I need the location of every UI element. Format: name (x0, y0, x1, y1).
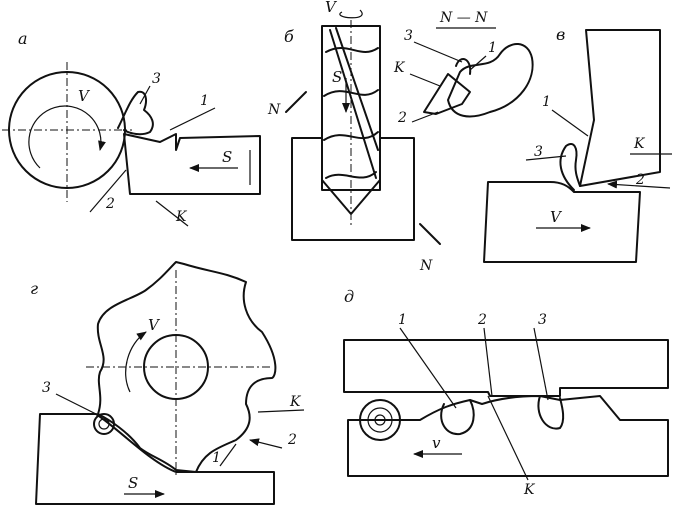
label-k: K (175, 209, 188, 225)
leader-k (409, 73, 441, 87)
label-v: V (78, 87, 91, 105)
drill-edges (329, 27, 379, 179)
panel-e-broaching: д v 1 2 3 K (343, 287, 669, 498)
panel-a-turning: а V S K 1 2 3 (2, 29, 261, 227)
leader-k (155, 200, 189, 227)
panel-c-letter: в (556, 25, 565, 44)
leader-3 (139, 85, 151, 105)
chip-spiral-mid (367, 407, 393, 433)
label-k: K (289, 394, 302, 410)
section-mark-bottom (419, 223, 441, 245)
leader-1 (399, 327, 457, 409)
rotation-arrow (125, 331, 147, 393)
leader-2 (89, 169, 127, 213)
label-v: V (325, 0, 338, 16)
label-3: 3 (152, 71, 161, 87)
label-1: 1 (200, 93, 209, 109)
leader-2 (249, 438, 283, 449)
chip (117, 90, 154, 136)
panel-a-letter: а (18, 29, 28, 48)
label-s: S (128, 474, 138, 492)
chip-spiral (359, 399, 401, 441)
label-1: 1 (542, 94, 551, 110)
label-1: 1 (398, 312, 407, 328)
label-k: K (393, 60, 406, 76)
workpiece (35, 413, 275, 505)
chip-spiral-inner (374, 414, 386, 426)
leader-k (487, 395, 529, 481)
workpiece (347, 395, 669, 477)
section-chip (455, 58, 472, 75)
label-s: S (222, 148, 232, 166)
rotation-arrow (28, 105, 106, 169)
section-title: N — N (439, 10, 488, 26)
label-v: V (148, 316, 161, 334)
panel-e-letter: д (344, 287, 354, 306)
leader-2 (483, 327, 493, 397)
drill-body (321, 25, 381, 215)
leader-3 (55, 393, 97, 415)
label-v: V (550, 208, 563, 226)
section-tool (423, 73, 471, 115)
chip-curl-inner (98, 418, 110, 430)
leader-3 (525, 155, 567, 161)
leader-1 (219, 443, 237, 467)
leader-1 (169, 107, 216, 131)
label-1: 1 (212, 450, 221, 466)
milling-cutter (96, 261, 277, 473)
leader-3 (413, 41, 463, 63)
label-v: v (432, 434, 441, 452)
cutting-tool (123, 133, 261, 195)
workpiece-block (291, 137, 415, 241)
panel-c-planing: в V 1 3 K 2 (483, 25, 672, 263)
workpiece-block (483, 181, 641, 263)
drill-rotation (339, 9, 363, 19)
leader-1 (551, 109, 589, 137)
leader-2 (411, 111, 439, 123)
label-2: 2 (287, 432, 297, 448)
label-2: 2 (635, 172, 645, 188)
label-3: 3 (42, 380, 51, 396)
chip-3 (537, 395, 565, 430)
section-mark-top (285, 91, 307, 113)
label-3: 3 (534, 144, 543, 160)
panel-d-letter: г (30, 279, 38, 298)
label-k: K (633, 136, 646, 152)
leader-3 (533, 327, 549, 401)
panel-d-milling: г V 3 S K 2 1 (30, 261, 305, 505)
label-1: 1 (488, 40, 497, 56)
chip-1 (440, 399, 475, 436)
planing-tool (579, 29, 661, 187)
label-3: 3 (404, 28, 413, 44)
label-2: 2 (105, 196, 115, 212)
leader-k (257, 409, 305, 413)
panel-b-drilling: б V S N N N — N 3 1 K 2 (267, 0, 534, 274)
leader-2 (607, 180, 671, 189)
label-2: 2 (397, 110, 407, 126)
chip (559, 142, 581, 191)
section-workpiece (447, 43, 534, 118)
leader-1 (469, 55, 487, 71)
label-s: S (332, 68, 342, 86)
drill-flutes (323, 47, 379, 179)
panel-b-letter: б (284, 27, 294, 46)
broach (343, 339, 669, 397)
chip-curl (93, 413, 115, 435)
label-n-bottom: N (419, 258, 433, 274)
label-2: 2 (477, 312, 487, 328)
label-3: 3 (538, 312, 547, 328)
label-k: K (523, 482, 536, 498)
label-n-top: N (267, 102, 281, 118)
